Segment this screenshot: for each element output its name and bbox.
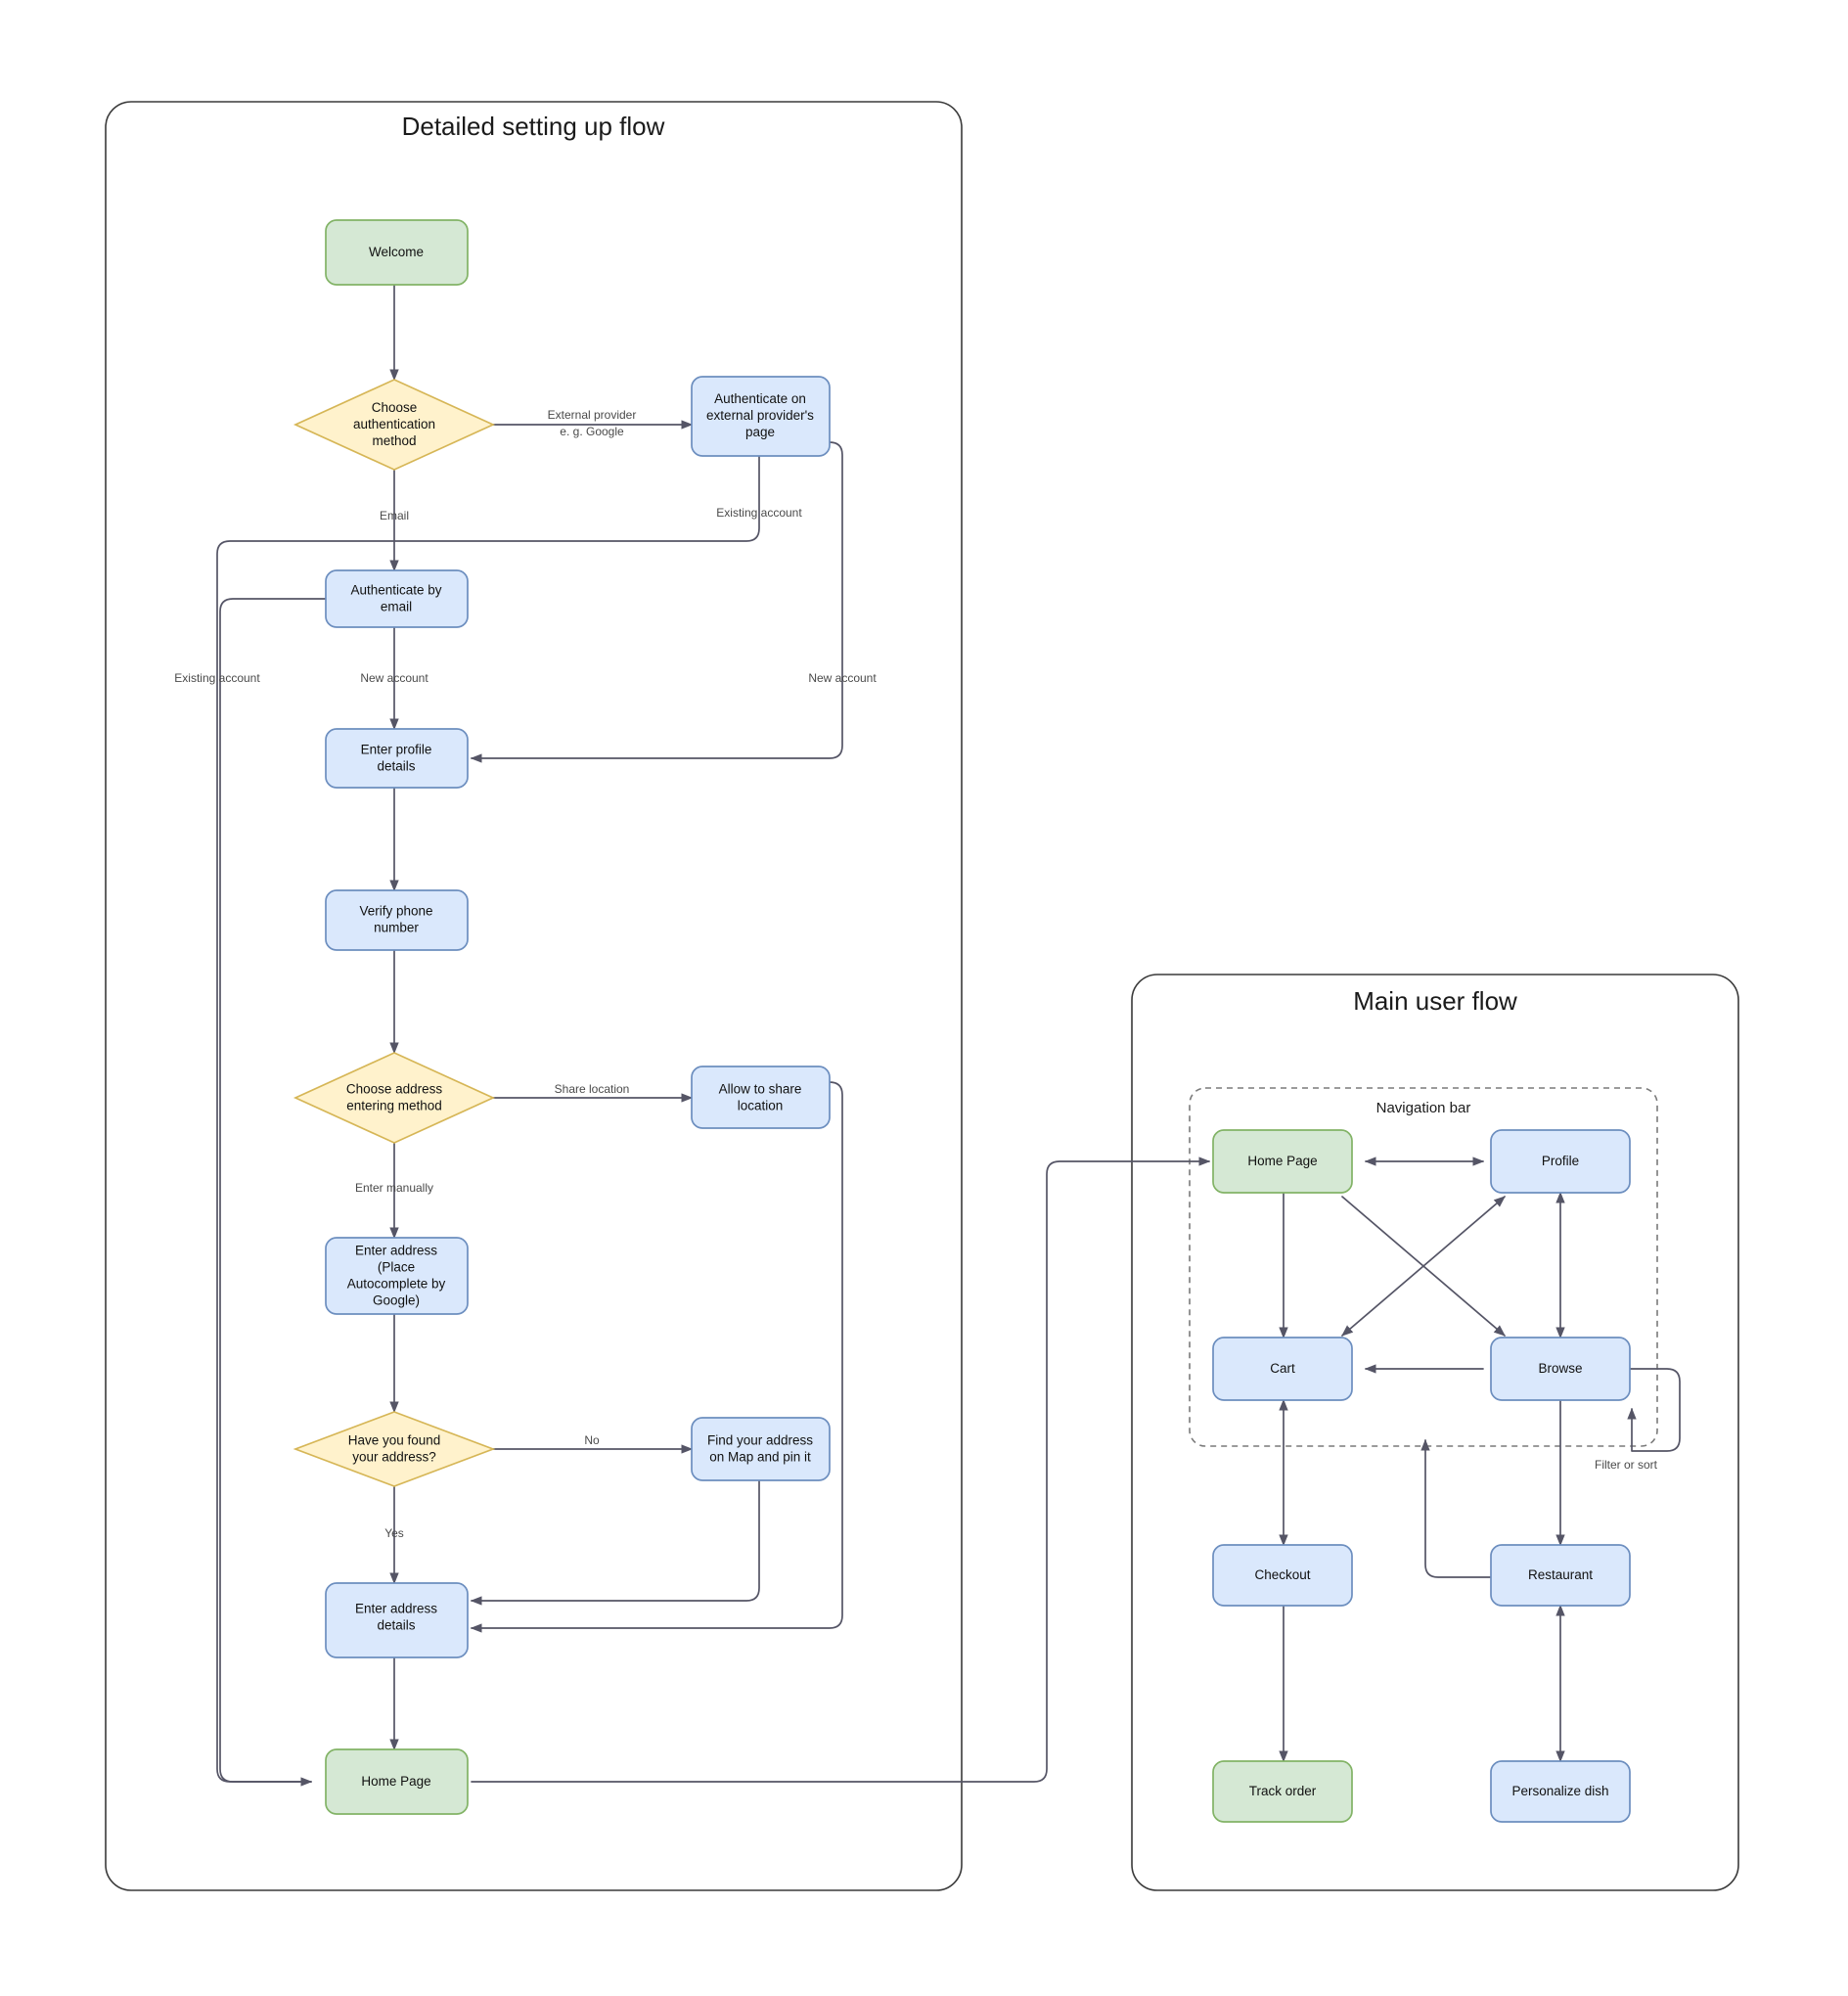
node-main-personalize-label: Personalize dish [1511, 1784, 1608, 1798]
edge-label-share-location: Share location [555, 1082, 630, 1096]
node-main-track-label: Track order [1249, 1784, 1317, 1798]
edge-label-yes: Yes [384, 1526, 404, 1540]
node-main-restaurant[interactable]: Restaurant [1490, 1544, 1631, 1607]
node-choose-auth-shape[interactable] [293, 379, 496, 471]
node-main-profile[interactable]: Profile [1490, 1129, 1631, 1194]
node-setup-home-shape[interactable] [325, 1748, 469, 1815]
edge-find-on-map-to-address-details [470, 1479, 760, 1606]
node-main-home-shape[interactable] [1212, 1129, 1353, 1194]
node-found-address-shape[interactable] [293, 1411, 496, 1487]
edge-external-new-account-to-profile [470, 441, 843, 763]
edge-label-new-account-external: New account [808, 671, 877, 685]
panel-main-title: Main user flow [1353, 986, 1517, 1016]
edge-label-no: No [584, 1433, 600, 1447]
panel-main-frame [1131, 974, 1739, 1891]
node-profile-shape[interactable] [325, 728, 469, 789]
node-main-browse-shape[interactable] [1490, 1337, 1631, 1401]
node-choose-address-shape[interactable] [293, 1052, 496, 1144]
node-main-profile-shape[interactable] [1490, 1129, 1631, 1194]
navigation-bar-group [1189, 1087, 1658, 1447]
node-enter-address-shape[interactable] [325, 1237, 469, 1315]
node-auth-external-shape[interactable] [691, 376, 831, 457]
panel-setup-title: Detailed setting up flow [402, 112, 665, 141]
panel-setup-frame [105, 101, 963, 1891]
navigation-bar-title: Navigation bar [1376, 1100, 1471, 1116]
node-allow-location-shape[interactable] [691, 1066, 831, 1129]
edge-setup-home-to-main-home [471, 1157, 1211, 1783]
edge-restaurant-to-cart [1420, 1438, 1498, 1578]
node-welcome[interactable]: Welcome [325, 219, 469, 286]
edge-email-existing-account-to-home [219, 598, 327, 1783]
node-main-restaurant-label: Restaurant [1528, 1567, 1593, 1582]
node-main-browse-label: Browse [1538, 1361, 1582, 1376]
node-main-home-page[interactable]: Home Page [1212, 1129, 1353, 1194]
node-verify-phone-shape[interactable] [325, 889, 469, 951]
node-main-track-order[interactable]: Track order [1212, 1760, 1353, 1823]
node-setup-home-page[interactable]: Home Page [325, 1748, 469, 1815]
node-welcome-label: Welcome [369, 245, 424, 259]
node-main-personalize-dish[interactable]: Personalize dish [1490, 1760, 1631, 1823]
edge-label-new-account-email: New account [360, 671, 428, 685]
node-main-checkout-label: Checkout [1254, 1567, 1310, 1582]
node-main-browse[interactable]: Browse [1490, 1337, 1631, 1401]
node-main-cart-shape[interactable] [1212, 1337, 1353, 1401]
node-welcome-shape[interactable] [325, 219, 469, 286]
edge-profile-cart-diagonal [1341, 1196, 1506, 1337]
edge-share-location-to-address-details [470, 1081, 843, 1633]
edge-external-existing-account-to-home [216, 455, 760, 1787]
node-main-restaurant-shape[interactable] [1490, 1544, 1631, 1607]
node-main-cart-label: Cart [1270, 1361, 1295, 1376]
node-find-on-map-shape[interactable] [691, 1417, 831, 1481]
node-setup-home-label: Home Page [361, 1774, 430, 1789]
node-main-checkout-shape[interactable] [1212, 1544, 1353, 1607]
node-auth-email-shape[interactable] [325, 569, 469, 628]
node-main-personalize-shape[interactable] [1490, 1760, 1631, 1823]
node-main-checkout[interactable]: Checkout [1212, 1544, 1353, 1607]
edge-label-existing-account-email: Existing account [174, 671, 260, 685]
edge-label-enter-manually: Enter manually [355, 1181, 433, 1195]
node-main-profile-label: Profile [1542, 1154, 1579, 1168]
edge-label-email: Email [380, 509, 409, 522]
edge-browse-filter-or-sort [1623, 1368, 1681, 1452]
node-main-cart[interactable]: Cart [1212, 1337, 1353, 1401]
node-main-home-label: Home Page [1247, 1154, 1317, 1168]
node-main-track-shape[interactable] [1212, 1760, 1353, 1823]
edge-label-existing-account-external: Existing account [716, 506, 802, 520]
edge-label-filter-or-sort: Filter or sort [1595, 1458, 1658, 1472]
node-address-details-shape[interactable] [325, 1582, 469, 1658]
